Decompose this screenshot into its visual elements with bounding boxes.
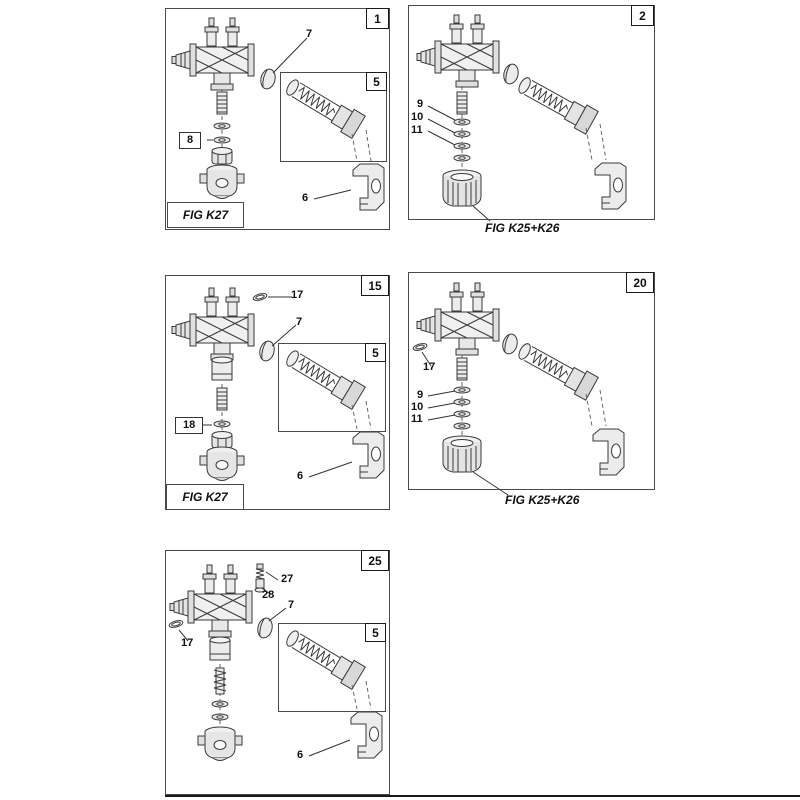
panel-15-border [165, 275, 390, 510]
callout-28: 28 [262, 589, 275, 601]
bottom-rule [165, 795, 800, 797]
callout-17: 17 [181, 637, 194, 649]
callout-10: 10 [411, 111, 424, 123]
panel-1-inset-number: 5 [366, 72, 387, 91]
callout-6: 6 [297, 749, 304, 761]
callout-18-boxed: 18 [175, 417, 204, 434]
fig-label-k27-panel-15: FIG K27 [166, 484, 244, 510]
callout-17: 17 [291, 289, 304, 301]
panel-20-parts [411, 282, 625, 496]
panel-25-inset-number: 5 [365, 623, 386, 642]
callout-27: 27 [281, 573, 294, 585]
panel-25-border [165, 550, 390, 795]
callout-6: 6 [302, 192, 309, 204]
panel-15-parts [171, 287, 385, 481]
panel-1-number: 1 [366, 8, 389, 29]
callout-7: 7 [288, 599, 295, 611]
callout-8-boxed: 8 [179, 132, 202, 149]
panel-25-parts [167, 563, 383, 761]
panel-1-inset-border [280, 72, 387, 162]
callout-11: 11 [411, 413, 423, 425]
callout-9: 9 [417, 389, 424, 401]
callout-7: 7 [306, 28, 313, 40]
panel-15-inset-number: 5 [365, 343, 386, 362]
panel-15-inset-border [278, 343, 386, 432]
panel-2-border [408, 5, 655, 220]
callout-17: 17 [423, 361, 436, 373]
panel-2-parts [416, 14, 627, 222]
fig-label-k25-k26-panel-20: FIG K25+K26 [505, 493, 580, 507]
panel-25-number: 25 [361, 550, 389, 571]
callout-9: 9 [417, 98, 424, 110]
panel-1-border [165, 8, 390, 230]
panel-20-number: 20 [626, 272, 654, 293]
panel-25-inset-border [278, 623, 386, 712]
fig-label-k27-panel-1: FIG K27 [167, 202, 244, 228]
callout-7: 7 [296, 316, 303, 328]
panel-2-number: 2 [631, 5, 654, 26]
callout-6: 6 [297, 470, 304, 482]
fig-label-k25-k26-panel-2: FIG K25+K26 [485, 221, 560, 235]
callout-11: 11 [411, 124, 423, 136]
callout-10: 10 [411, 401, 424, 413]
panel-15-number: 15 [361, 275, 389, 296]
panel-1-parts [171, 17, 385, 211]
panel-20-border [408, 272, 655, 490]
